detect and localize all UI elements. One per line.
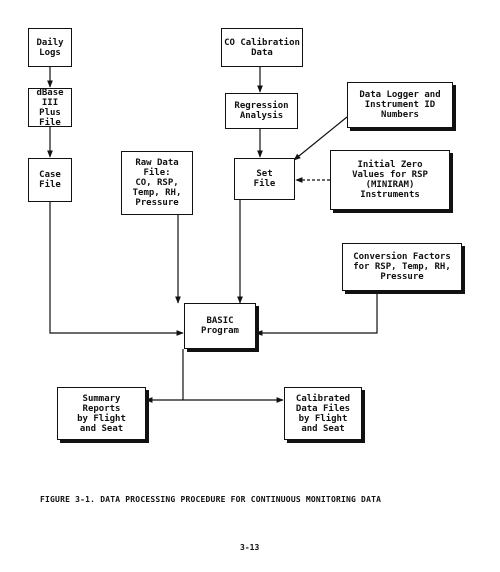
co-calibration-box: CO Calibration Data: [221, 28, 303, 67]
initial-zero-box: Initial Zero Values for RSP (MINIRAM) In…: [330, 150, 450, 210]
page-number: 3-13: [240, 543, 260, 552]
arrow-conversion-to-basic: [255, 292, 378, 336]
data-logger-box: Data Logger and Instrument ID Numbers: [347, 82, 453, 128]
regression-analysis-box: Regression Analysis: [225, 93, 298, 129]
set-file-box: Set File: [234, 158, 295, 200]
figure-caption: FIGURE 3-1. DATA PROCESSING PROCEDURE FO…: [40, 495, 382, 504]
raw-data-file-box: Raw Data File: CO, RSP, Temp, RH, Pressu…: [121, 151, 193, 215]
arrow-case-to-basic: [49, 202, 184, 336]
calibrated-data-files-box: Calibrated Data Files by Flight and Seat: [284, 387, 362, 440]
conversion-factors-box: Conversion Factors for RSP, Temp, RH, Pr…: [342, 243, 462, 291]
arrow-logger-to-set: [293, 116, 348, 161]
summary-reports-box: Summary Reports by Flight and Seat: [57, 387, 146, 440]
daily-logs-box: Daily Logs: [28, 28, 72, 67]
basic-program-box: BASIC Program: [184, 303, 256, 349]
case-file-box: Case File: [28, 158, 72, 202]
dbase-file-box: dBase III Plus File: [28, 88, 72, 128]
